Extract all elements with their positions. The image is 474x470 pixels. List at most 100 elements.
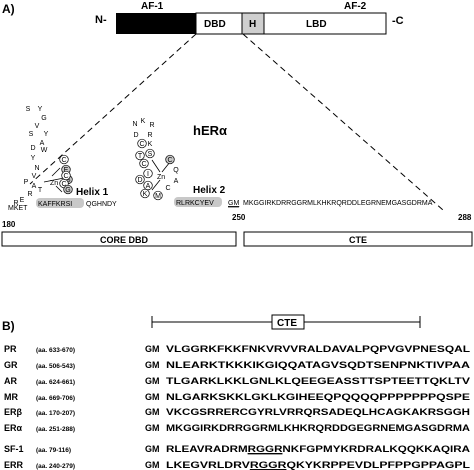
finger-1-residue: C bbox=[61, 181, 66, 188]
panel-a-label: A) bbox=[2, 2, 15, 16]
cte-sequence-part: RLEAVRADRM bbox=[166, 444, 248, 454]
receptor-name: ERR bbox=[4, 460, 24, 470]
cte-sequence: VKCGSRRERCGYRLVRRQRSADEQLHCAGKAKRSGGH bbox=[166, 407, 470, 417]
receptor-name: ERβ bbox=[4, 407, 23, 417]
finger-1-residue: V bbox=[35, 123, 40, 130]
residue-circle bbox=[139, 158, 149, 169]
gm-motif: GM bbox=[145, 407, 160, 417]
af1-label: AF-1 bbox=[141, 1, 164, 12]
residue-circle bbox=[61, 170, 71, 181]
finger-1-residue: A bbox=[40, 140, 45, 147]
af2-label: AF-2 bbox=[344, 1, 367, 12]
seq-mid: QGHNDY bbox=[86, 201, 117, 208]
finger-1-residue: Y bbox=[31, 155, 36, 162]
cte-sequence: MKGGIRKDRRGGRMLKHKRQRDDGEGRNEMGASGDRMA bbox=[166, 423, 471, 433]
seq-gm: GM bbox=[228, 200, 239, 207]
residue-circle bbox=[59, 154, 69, 165]
finger-1-residue: Y bbox=[44, 131, 49, 138]
gm-motif: GM bbox=[145, 344, 160, 354]
receptor-label: hERα bbox=[193, 123, 227, 138]
finger-1-residue: R bbox=[13, 200, 18, 207]
residue-range: (aa. 170-207) bbox=[36, 410, 75, 417]
lbd-domain bbox=[263, 12, 387, 35]
c-terminus-label: -C bbox=[392, 15, 404, 27]
finger-1-residue: C bbox=[61, 157, 66, 164]
cte-bracket: CTE bbox=[151, 314, 421, 330]
zn1-bond bbox=[51, 167, 61, 177]
cte-sequence-part: VLGGRKFKKFNKVRVVRALDAVALPQPVGVPNESQAL bbox=[166, 344, 471, 354]
finger-2-residue: T bbox=[138, 153, 143, 160]
finger-1-residue: P bbox=[24, 179, 29, 186]
cte-sequence: TLGARKLKKLGNLKLQEEGEASSTTSPTEETTQKLTV bbox=[166, 376, 470, 386]
finger-1-residue: N bbox=[34, 165, 39, 172]
position-250: 250 bbox=[232, 213, 246, 222]
core-dbd-box bbox=[1, 231, 237, 247]
residue-circle bbox=[135, 150, 145, 161]
cte-sequence-part: NLGARKSKKLGKLKGIHEEQPQQQQPPPPPPPQSPE bbox=[166, 392, 470, 402]
cte-box-label: CTE bbox=[349, 235, 367, 245]
helix-2-label: Helix 2 bbox=[193, 185, 226, 196]
residue-range: (aa. 251-288) bbox=[36, 426, 75, 433]
finger-1-residue: W bbox=[41, 147, 48, 154]
receptor-name: GR bbox=[4, 360, 18, 370]
finger-1-residue: S bbox=[29, 131, 34, 138]
residue-range: (aa. 240-279) bbox=[36, 463, 75, 470]
receptor-name: PR bbox=[4, 344, 17, 354]
cte-sequence-part: MKGGIRKDRRGGRMLKHKRQRDDGEGRNEMGASGDRMA bbox=[166, 423, 471, 433]
finger-1-residue: Y bbox=[38, 106, 43, 113]
finger-2-residue: C bbox=[165, 185, 170, 192]
zoom-line-right bbox=[242, 33, 444, 211]
zn2-label: Zn bbox=[157, 174, 165, 181]
lbd-label: LBD bbox=[306, 19, 327, 30]
cte-sequence-underlined: RGGR bbox=[250, 460, 287, 470]
finger-2-residue: R bbox=[149, 122, 154, 129]
finger-1-residue: G bbox=[65, 177, 70, 184]
finger-2-residue: I bbox=[147, 171, 149, 178]
residue-range: (aa. 669-706) bbox=[36, 395, 75, 402]
cte-sequence-part: TLGARKLKKLGNLKLQEEGEASSTTSPTEETTQKLTV bbox=[166, 376, 470, 386]
seq-helix-2: RLRKCYEV bbox=[176, 200, 214, 207]
core-dbd-label: CORE DBD bbox=[100, 235, 149, 245]
gm-motif: GM bbox=[145, 360, 160, 370]
finger-2-residue: S bbox=[148, 151, 153, 158]
panel-b-label: B) bbox=[2, 319, 15, 333]
cte-sequence: VLGGRKFKKFNKVRVVRALDAVALPQPVGVPNESQAL bbox=[166, 344, 471, 354]
residue-circle bbox=[143, 168, 153, 179]
cte-box bbox=[243, 231, 473, 247]
cte-sequence-part: NLEARKTKKKIKGIQQATAGVSQDTSENPNKTIVPAA bbox=[166, 360, 471, 370]
residue-range: (aa. 633-670) bbox=[36, 347, 75, 354]
alignment-table: PR (aa. 633-670) GM VLGGRKFKKFNKVRVVRALDAVA… bbox=[4, 344, 471, 470]
seq-helix-1: KAFFKRSI bbox=[38, 201, 72, 208]
cte-sequence-part: LKEGVRLDRV bbox=[166, 460, 250, 470]
gm-motif: GM bbox=[145, 423, 160, 433]
seq-start: MKET bbox=[8, 205, 28, 212]
zn2-bond bbox=[151, 179, 161, 191]
residue-circle bbox=[63, 184, 73, 195]
finger-2-residue: D bbox=[133, 132, 138, 139]
position-180: 180 bbox=[2, 220, 16, 229]
gm-motif: GM bbox=[145, 376, 160, 386]
residue-range: (aa. 506-543) bbox=[36, 363, 75, 370]
zn2-bond bbox=[151, 159, 161, 173]
zn1-bond bbox=[55, 185, 63, 193]
alignment-row: PR (aa. 633-670) GM VLGGRKFKKFNKVRVVRALDAVA… bbox=[4, 344, 471, 354]
seq-cte: MKGGIRKDRRGGRMLKHKRQRDDLEGRNEMGASGDRMA bbox=[243, 200, 433, 207]
residue-range: (aa. 79-116) bbox=[36, 447, 71, 454]
residue-circle bbox=[137, 138, 147, 149]
finger-1-residue: R bbox=[27, 191, 32, 198]
finger-2-residue: K bbox=[141, 118, 146, 125]
alignment-row: GR (aa. 506-543) GM NLEARKTKKKIKGIQQATAGVSQ… bbox=[4, 360, 471, 370]
finger-2-residue: C bbox=[167, 157, 172, 164]
residue-range: (aa. 624-661) bbox=[36, 379, 75, 386]
gm-motif: GM bbox=[145, 460, 160, 470]
residue-circle bbox=[135, 174, 145, 185]
finger-2-residue: Q bbox=[173, 167, 179, 174]
cte-sequence-part: VKCGSRRERCGYRLVRRQRSADEQLHCAGKAKRSGGH bbox=[166, 407, 470, 417]
